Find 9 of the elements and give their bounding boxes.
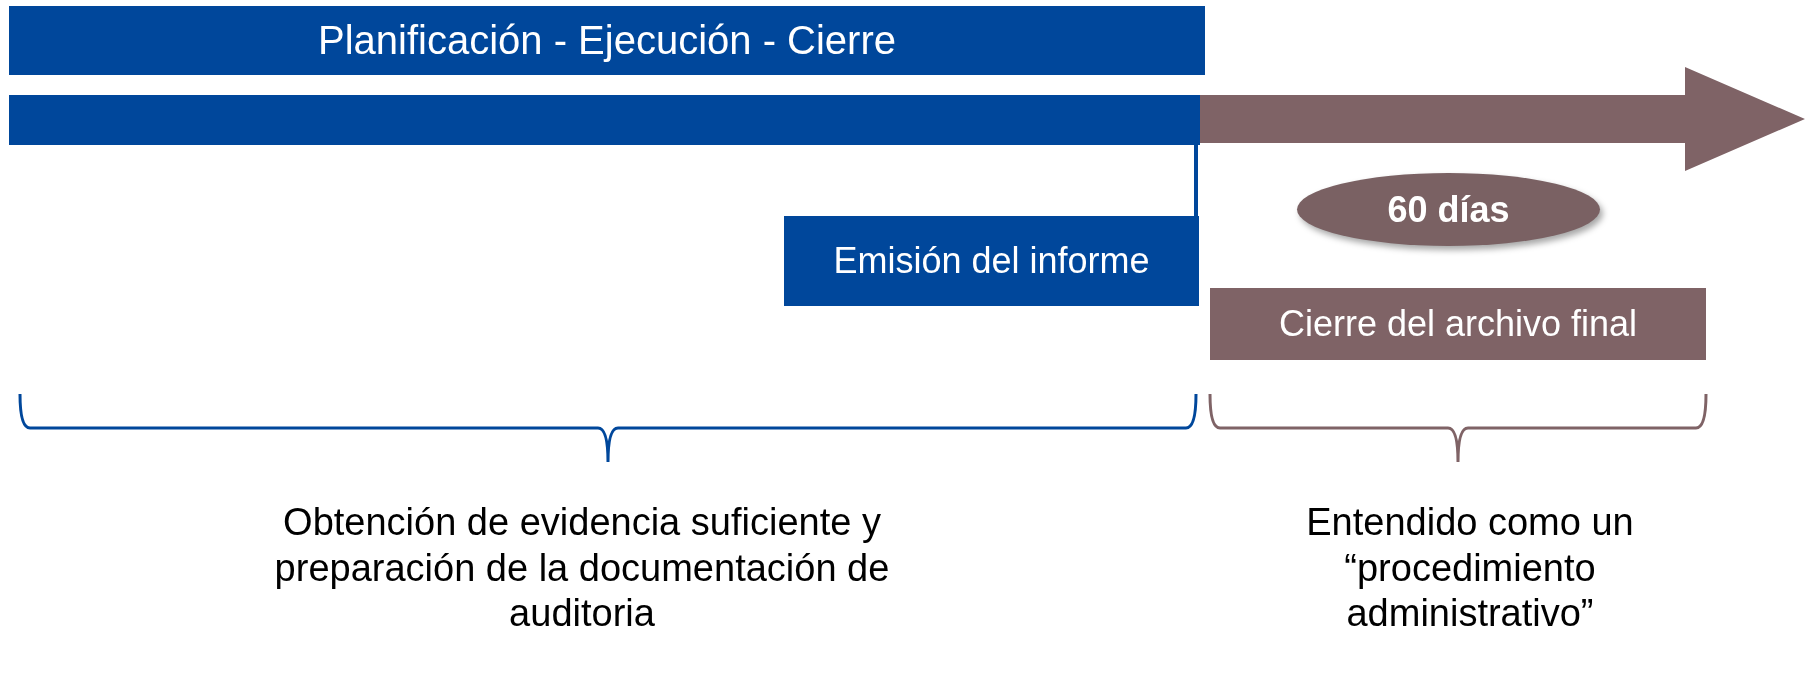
timeline-arrow: [1200, 67, 1805, 171]
description-text: Entendido como un “procedimiento administrativo”: [1305, 500, 1635, 637]
phase-box: Cierre del archivo final: [1210, 288, 1706, 360]
phase-banner: Planificación - Ejecución - Cierre: [9, 6, 1205, 75]
milestone-box: Emisión del informe: [784, 216, 1199, 306]
timeline-bar: [9, 95, 1200, 145]
duration-ellipse: 60 días: [1297, 173, 1600, 246]
connector-line: [1194, 145, 1198, 216]
description-text: Obtención de evidencia suficiente y preparación de la documentación de auditoria: [273, 500, 891, 637]
